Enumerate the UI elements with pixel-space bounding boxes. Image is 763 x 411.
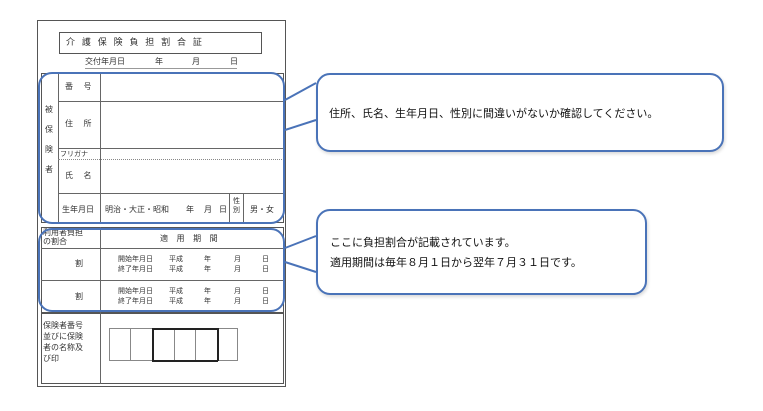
birth-month: 月	[204, 205, 212, 214]
card-title: 介 護 保 険 負 担 割 合 証	[66, 38, 204, 48]
issue-month: 月	[192, 57, 200, 66]
callout-ratio-info: ここに負担割合が記載されています。 適用期間は毎年８月１日から翌年７月３１日です…	[316, 209, 647, 295]
issue-day: 日	[230, 57, 238, 66]
name-label: 氏 名	[65, 171, 96, 180]
era-label: 平成	[169, 287, 183, 295]
furigana-label: フリガナ	[60, 150, 88, 158]
era-label: 平成	[169, 255, 183, 263]
end-date-label: 終了年月日	[118, 265, 153, 273]
day-label: 日	[262, 297, 269, 305]
year-label: 年	[204, 297, 211, 305]
month-label: 月	[234, 255, 241, 263]
era-label: 平成	[169, 297, 183, 305]
callout-text: ここに負担割合が記載されています。	[330, 236, 516, 249]
month-label: 月	[234, 265, 241, 273]
year-label: 年	[204, 255, 211, 263]
end-date-label: 終了年月日	[118, 297, 153, 305]
ratio-unit: 割	[75, 292, 83, 301]
birth-eras: 明治・大正・昭和	[105, 205, 169, 214]
number-label: 番 号	[65, 82, 96, 91]
sex-values: 男・女	[250, 205, 274, 214]
insurer-table	[41, 313, 284, 384]
birth-day: 日	[219, 205, 227, 214]
birth-label: 生年月日	[62, 205, 94, 214]
callout-text: 適用期間は毎年８月１日から翌年７月３１日です。	[330, 256, 582, 269]
day-label: 日	[262, 287, 269, 295]
sex-label: 性別	[233, 197, 240, 214]
issue-year: 年	[155, 57, 163, 66]
era-label: 平成	[169, 265, 183, 273]
insurer-label: 保険者番号 並びに保険 者の名称及 び印	[43, 321, 83, 363]
insured-highlight	[38, 72, 285, 224]
ratio-label-2: の割合	[43, 237, 67, 246]
address-label: 住 所	[65, 119, 96, 128]
ratio-highlight	[38, 228, 285, 312]
year-label: 年	[204, 287, 211, 295]
month-label: 月	[234, 297, 241, 305]
issue-date-label: 交付年月日	[85, 57, 125, 66]
insurance-card: 介 護 保 険 負 担 割 合 証 交付年月日 年 月 日 被 保 険 者 番 …	[37, 20, 286, 387]
insured-label: 被 保 険 者	[45, 105, 53, 174]
month-label: 月	[234, 287, 241, 295]
start-date-label: 開始年月日	[118, 255, 153, 263]
day-label: 日	[262, 265, 269, 273]
title-box: 介 護 保 険 負 担 割 合 証	[59, 32, 262, 54]
birth-year: 年	[186, 205, 194, 214]
callout-text: 住所、氏名、生年月日、性別に間違いがないか確認してください。	[329, 107, 659, 120]
start-date-label: 開始年月日	[118, 287, 153, 295]
year-label: 年	[204, 265, 211, 273]
ratio-label-1: 利用者負担	[43, 228, 83, 237]
period-header: 適 用 期 間	[160, 234, 221, 243]
ratio-unit: 割	[75, 259, 83, 268]
day-label: 日	[262, 255, 269, 263]
callout-address-check: 住所、氏名、生年月日、性別に間違いがないか確認してください。	[316, 73, 724, 152]
